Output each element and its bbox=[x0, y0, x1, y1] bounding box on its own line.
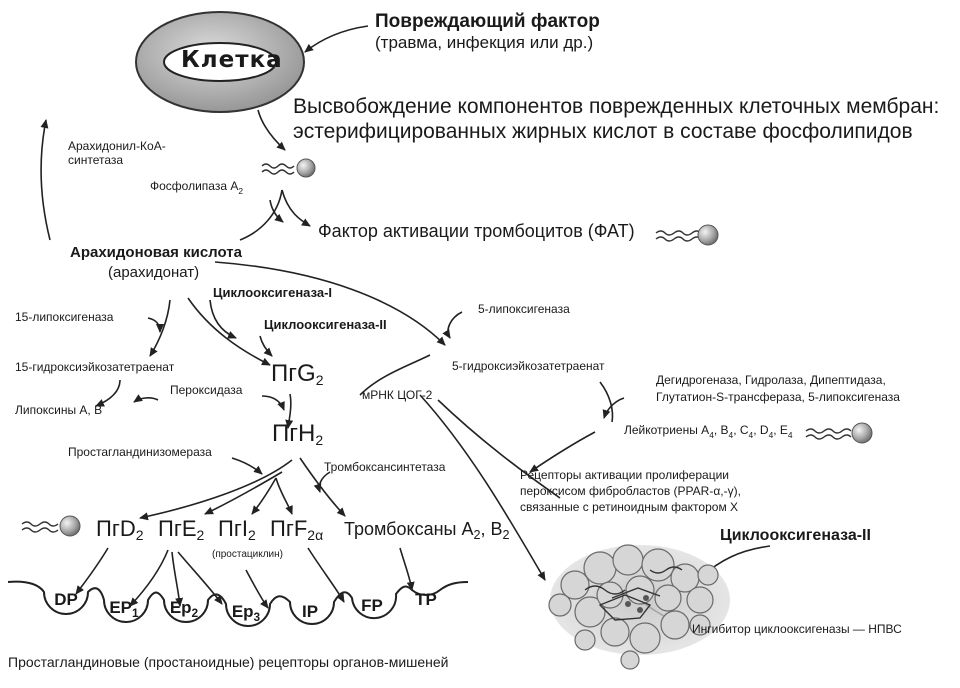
cell-label: Клетка bbox=[181, 47, 283, 73]
arachidonic-acid-title: Арахидоновая кислота bbox=[70, 244, 242, 261]
cox2-protein-title: Циклооксигеназа-II bbox=[720, 527, 871, 544]
phospholipid-icon bbox=[261, 158, 316, 178]
damaging-factor-title: Повреждающий фактор bbox=[375, 11, 600, 32]
lt-enzymes-line-1: Дегидрогеназа, Гидролаза, Дипептидаза, bbox=[656, 373, 886, 387]
receptor-membrane bbox=[7, 580, 469, 627]
inhibitor-label: Ингибитор циклооксигеназы — НПВС bbox=[692, 622, 902, 636]
hete5-label: 5-гидроксиэйкозатетраенат bbox=[452, 359, 605, 373]
release-line-1: Высвобождение компонентов поврежденных к… bbox=[293, 95, 940, 118]
ppar-line-3: связанные с ретиноидным фактором X bbox=[520, 500, 739, 514]
receptors-caption: Простагландиновые (простаноидные) рецепт… bbox=[8, 654, 449, 670]
receptor-ep1: EP1 bbox=[109, 598, 139, 620]
receptor-dp: DP bbox=[54, 590, 78, 609]
mrna-cox2-label: мРНК ЦОГ-2 bbox=[362, 388, 433, 402]
receptor-ep2: Ep2 bbox=[169, 598, 199, 620]
lipoxygenase-15-label: 15-липоксигеназа bbox=[15, 310, 114, 324]
receptor-ip: IP bbox=[301, 602, 319, 621]
phospholipase-label: Фосфолипаза A2 bbox=[150, 179, 244, 196]
receptor-tp: TP bbox=[415, 590, 437, 609]
leukotrienes-label: Лейкотриены A4, B4, C4, D4, E4 bbox=[624, 423, 793, 440]
receptor-ep3: Ep3 bbox=[231, 602, 261, 624]
lipoxins-label: Липоксины А, В bbox=[15, 403, 103, 417]
acyl-synthetase-label-2: синтетаза bbox=[68, 153, 124, 167]
release-line-2: эстерифицированных жирных кислот в соста… bbox=[293, 120, 913, 143]
cox2-label: Циклооксигеназа-II bbox=[264, 317, 387, 332]
pg-isomerase-label: Простагландинизомераза bbox=[68, 445, 212, 459]
pathway-arrows bbox=[40, 25, 771, 629]
damaging-factor-subtitle: (травма, инфекция или др.) bbox=[375, 33, 594, 52]
receptor-fp: FP bbox=[361, 596, 383, 615]
leukotriene-molecule-icon bbox=[805, 422, 873, 444]
cox1-label: Циклооксигеназа-I bbox=[213, 285, 333, 300]
pge2-label: ПгE2 bbox=[158, 516, 205, 543]
tx-synthetase-label: Тромбоксансинтетаза bbox=[324, 460, 446, 474]
acyl-synthetase-label-1: Арахидонил-КоА- bbox=[68, 139, 166, 153]
lipoxygenase-5-label: 5-липоксигеназа bbox=[478, 302, 570, 316]
pgd2-label: ПгD2 bbox=[96, 516, 144, 543]
ppar-line-2: пероксисом фибробластов (PPAR-α,-γ), bbox=[520, 484, 741, 498]
pgd2-molecule-icon bbox=[21, 515, 81, 537]
peroxidase-label: Пероксидаза bbox=[170, 383, 243, 397]
pgi2-label: ПгI2 bbox=[218, 516, 256, 543]
thromboxanes-label: Тромбоксаны A2, B2 bbox=[344, 519, 510, 542]
ppar-line-1: Рецепторы активации пролиферации bbox=[520, 468, 729, 482]
cox2-protein-image bbox=[548, 544, 730, 670]
arachidonic-acid-subtitle: (арахидонат) bbox=[108, 264, 200, 281]
paf-molecule-icon bbox=[655, 224, 719, 246]
hete15-label: 15-гидроксиэйкозатетраенат bbox=[15, 360, 175, 374]
pgg2-label: ПгG2 bbox=[271, 360, 324, 388]
lt-enzymes-line-2: Глутатион-S-трансфераза, 5-липоксигеназа bbox=[656, 390, 900, 404]
cell-diagram bbox=[135, 11, 305, 113]
pgh2-label: ПгH2 bbox=[272, 420, 324, 448]
prostacyclin-label: (простациклин) bbox=[212, 549, 283, 560]
pgf2a-label: ПгF2α bbox=[270, 516, 324, 543]
paf-label: Фактор активации тромбоцитов (ФАТ) bbox=[318, 221, 635, 241]
